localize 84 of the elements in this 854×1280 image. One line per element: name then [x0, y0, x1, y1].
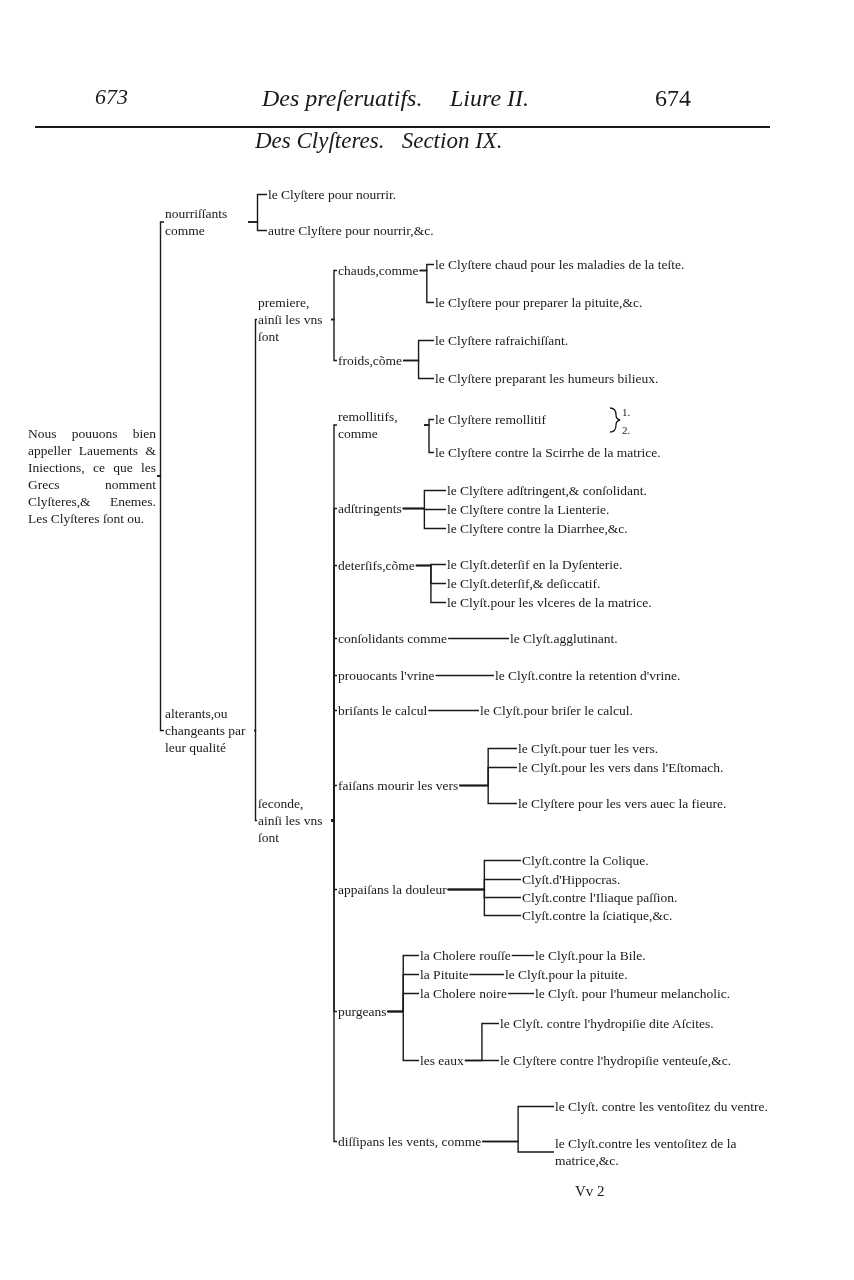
category-text: faiſans mourir les vers: [338, 777, 459, 794]
item-text: Clyſt.contre la Colique.: [522, 852, 649, 869]
bracket-line: [447, 888, 522, 917]
item-text: le Clyſt.deterſif en la Dyſenterie.: [447, 556, 623, 573]
item-text: le Clyſt. contre les ventoſitez du ventre.: [555, 1098, 768, 1115]
item-text: le Clyſtere contre la Lienterie.: [447, 501, 610, 518]
item-text: autre Clyſtere pour nourrir,&c.: [268, 222, 434, 239]
item-text: Clyſt.contre la ſciatique,&c.: [522, 907, 673, 924]
footnote-number: 1.: [622, 406, 631, 419]
bracket-line: [511, 954, 535, 957]
category-text: prouocants l'vrine: [338, 667, 435, 684]
category-text: froids,cõme: [338, 352, 403, 369]
item-text: le Clyſt.contre la retention d'vrine.: [495, 667, 681, 684]
footnote-number: 2.: [622, 424, 631, 437]
bracket-line: [423, 424, 435, 454]
category-text: nourriſſants comme: [165, 205, 247, 239]
bracket-line: [434, 674, 495, 677]
category-text: conſolidants comme: [338, 630, 448, 647]
item-text: le Clyſt.pour la pituite.: [505, 966, 628, 983]
bracket-line: [402, 507, 447, 530]
item-text: le Clyſtere contre la Diarrhee,&c.: [447, 520, 628, 537]
item-text: le Clyſtere pour nourrir.: [268, 186, 397, 203]
bracket-line: [402, 359, 435, 380]
item-text: le Clyſt. pour l'humeur melancholic.: [535, 985, 731, 1002]
bracket-line: [458, 784, 518, 805]
item-text: le Clyſt.pour les vers dans l'Eſtomach.: [518, 759, 724, 776]
category-text: diſſipans les vents, comme: [338, 1133, 482, 1150]
item-text: le Clyſtere adſtringent,& conſolidant.: [447, 482, 647, 499]
bracket-line: [464, 1059, 500, 1062]
category-text: ſeconde, ainſi les vns ſont: [258, 795, 330, 846]
bracket-line: [447, 637, 510, 640]
bracket-line: [330, 784, 338, 822]
item-text: le Clyſtere remollitif: [435, 411, 546, 428]
bracket-line: [418, 269, 435, 304]
bracket-line: [330, 819, 338, 1143]
bracket-line: [468, 973, 505, 976]
bracket-line: [253, 729, 258, 822]
item-text: Clyſt.contre l'Iliaque paſſion.: [522, 889, 678, 906]
bracket-line: [330, 318, 338, 362]
page-number: 673: [95, 85, 128, 110]
category-text: remollitifs, comme: [338, 408, 423, 442]
item-text: le Clyſt.pour les vlceres de la matrice.: [447, 594, 652, 611]
category-text: adſtringents: [338, 500, 402, 517]
signature-mark: Vv 2: [575, 1183, 605, 1200]
category-text: chauds,comme: [338, 262, 419, 279]
item-text: le Clyſtere pour les vers auec la fieure.: [518, 795, 727, 812]
bracket-line: [481, 1140, 555, 1153]
bracket-line: [386, 1010, 420, 1062]
item-text: le Clyſtere chaud pour les maladies de la teſte.: [435, 256, 685, 273]
category-text: briſants le calcul: [338, 702, 428, 719]
bracket-line: [253, 318, 258, 732]
item-text: le Clyſt.pour tuer les vers.: [518, 740, 659, 757]
category-text: deterſifs,cõme: [338, 557, 415, 574]
bracket-line: [330, 269, 338, 321]
item-text: le Clyſt.contre les ventoſitez de la matrice,&c.: [555, 1135, 790, 1169]
section-title: Des Clyſteres. Section IX.: [255, 128, 503, 154]
category-text: la Cholere noire: [420, 985, 507, 1002]
item-text: le Clyſtere pour preparer la pituite,&c.: [435, 294, 643, 311]
bracket-line: [507, 992, 535, 995]
item-text: le Clyſtere preparant les humeurs bilieux.: [435, 370, 659, 387]
item-text: Clyſt.d'Hippocras.: [522, 871, 621, 888]
page-number: 674: [655, 85, 691, 112]
running-header: Des preſeruatifs.: [262, 85, 423, 112]
item-text: le Clyſt.pour briſer le calcul.: [480, 702, 633, 719]
running-header: Liure II.: [450, 85, 530, 112]
category-text: alterants,ou changeants par leur qualité: [165, 705, 253, 756]
bracket-line: [247, 221, 268, 232]
category-text: la Pituite: [420, 966, 469, 983]
item-text: le Clyſt.agglutinant.: [510, 630, 618, 647]
category-text: les eaux: [420, 1052, 464, 1069]
category-text: premiere, ainſi les vns ſont: [258, 294, 330, 345]
item-text: le Clyſt.deterſif,& deſiccatif.: [447, 575, 601, 592]
item-text: le Clyſtere rafraichiſſant.: [435, 332, 569, 349]
intro-text: Nous pouuons bien appeller Lauements & Iniections, ce que les Grecs nomment Clyſteres,& Enemes. Les Clyſteres ſont ou.: [28, 425, 156, 527]
item-text: le Clyſtere contre l'hydropiſie venteuſe,&c.: [500, 1052, 732, 1069]
bracket-line: [427, 709, 480, 712]
bracket-line: [156, 475, 165, 732]
category-text: la Cholere rouſſe: [420, 947, 511, 964]
category-text: appaiſans la douleur: [338, 881, 447, 898]
item-text: le Clyſt.pour la Bile.: [535, 947, 646, 964]
category-text: purgeans: [338, 1003, 387, 1020]
bracket-line: [415, 564, 447, 604]
item-text: le Clyſt. contre l'hydropiſie dite Aſcites.: [500, 1015, 714, 1032]
item-text: le Clyſtere contre la Scirrhe de la matrice.: [435, 444, 661, 461]
